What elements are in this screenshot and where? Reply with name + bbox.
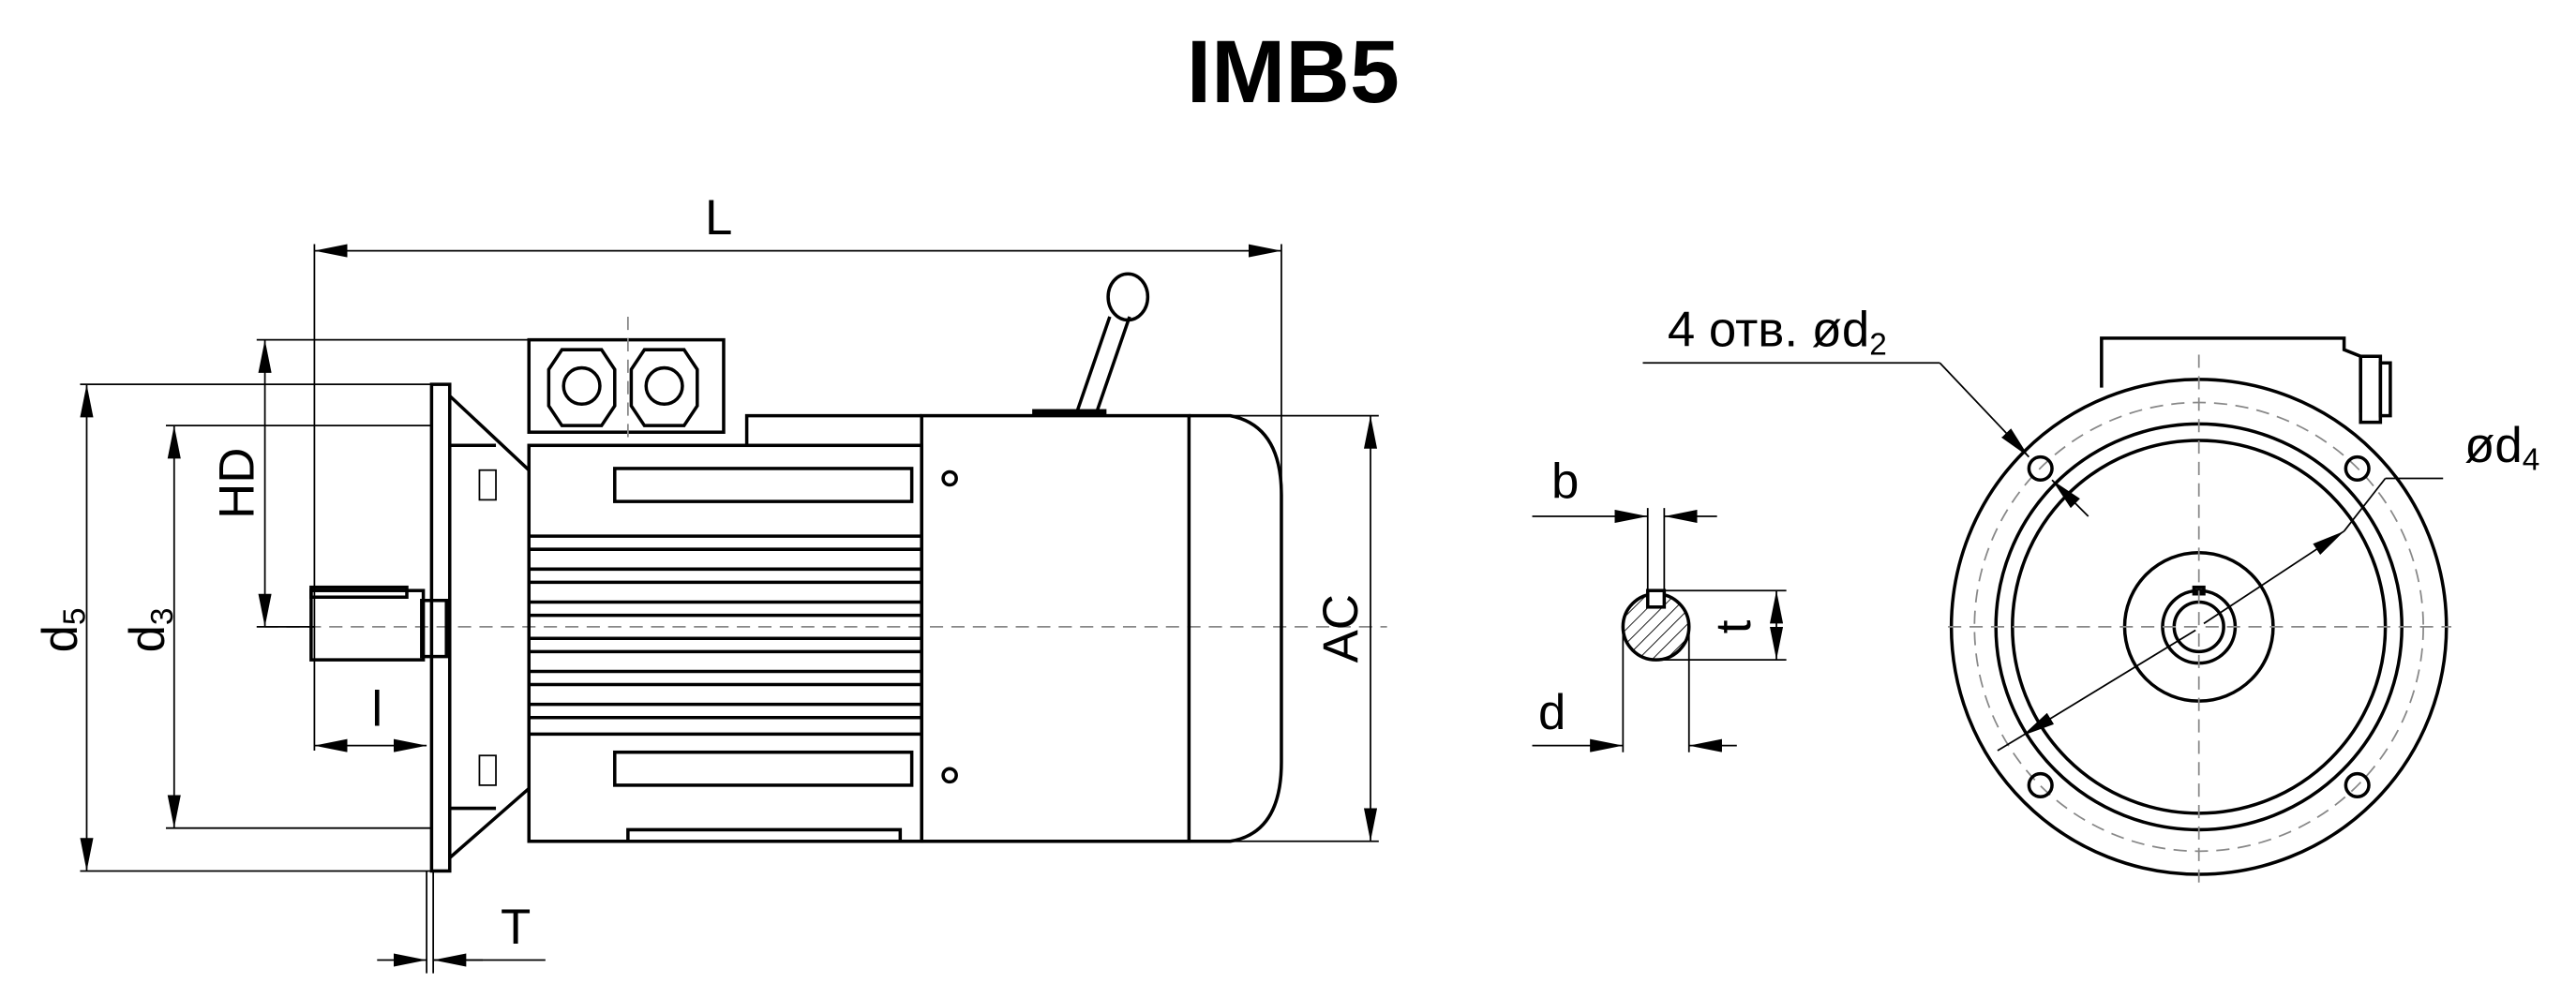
flange xyxy=(429,382,452,873)
body-slot-top xyxy=(613,467,914,503)
bolt-bottom xyxy=(478,754,497,786)
label-T: T xyxy=(501,900,531,955)
terminal-box xyxy=(527,337,726,434)
bolt-top xyxy=(478,469,497,501)
drawing-title: IMB5 xyxy=(1187,22,1400,122)
label-d3: d3 xyxy=(120,607,180,652)
dim-d5: d5 xyxy=(33,383,432,872)
shaft xyxy=(309,588,426,662)
body-slot-bottom xyxy=(613,750,914,787)
dim-AC: AC xyxy=(1230,414,1379,842)
label-d: d xyxy=(1538,685,1565,740)
cable-gland-1 xyxy=(547,348,617,427)
label-d4: ød4 xyxy=(2464,418,2539,478)
dim-HD: HD xyxy=(209,338,530,628)
dim-holes-d2: 4 отв. ød2 xyxy=(1642,303,2089,517)
mounting-holes xyxy=(2027,454,2371,798)
cable-gland-front xyxy=(2359,354,2383,425)
label-d5: d5 xyxy=(33,607,93,652)
dim-d3: d3 xyxy=(120,425,432,829)
fan-cover xyxy=(920,413,1191,843)
shaft-section: b t d xyxy=(1532,454,1787,752)
flange-cone xyxy=(448,395,531,859)
label-AC: AC xyxy=(1313,594,1369,663)
label-t: t xyxy=(1706,619,1761,633)
label-b: b xyxy=(1551,454,1579,510)
motor-body xyxy=(527,443,923,843)
cooling-fins xyxy=(529,534,922,737)
label-holes-d2: 4 отв. ød2 xyxy=(1668,303,1887,363)
screw-bottom xyxy=(941,767,958,784)
body-step xyxy=(744,413,922,446)
keyway xyxy=(1645,588,1667,609)
end-cap xyxy=(1189,413,1283,843)
screw-top xyxy=(941,469,958,487)
dim-L: L xyxy=(313,190,1282,751)
cable-gland-2 xyxy=(629,348,699,427)
label-l: l xyxy=(371,682,382,737)
front-view: 4 отв. ød2 ød4 xyxy=(1642,303,2539,883)
label-L: L xyxy=(705,190,732,246)
dim-l: l xyxy=(314,682,427,752)
body-foot xyxy=(626,827,903,842)
cable-gland-nut xyxy=(2378,361,2392,418)
label-HD: HD xyxy=(209,448,264,519)
side-view: L HD d5 d3 AC l xyxy=(33,190,1387,974)
brake-release-lever xyxy=(1032,272,1150,416)
shaft-collar xyxy=(420,598,448,659)
dim-T: T xyxy=(377,871,546,974)
shaft-key xyxy=(309,585,409,599)
dim-d4: ød4 xyxy=(1997,418,2539,752)
